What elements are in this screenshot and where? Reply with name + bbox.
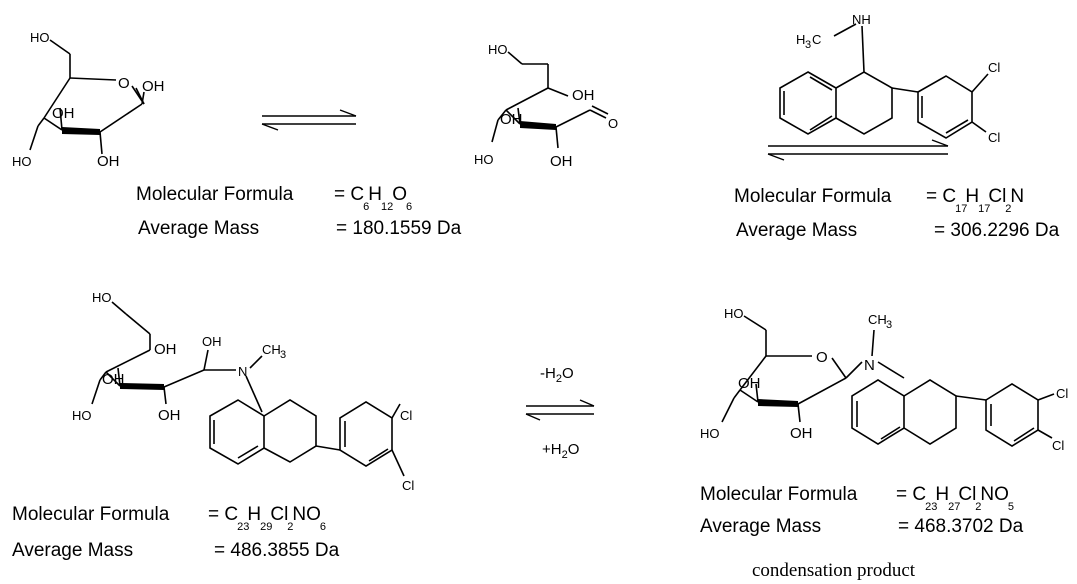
atom-label: HO bbox=[92, 290, 112, 305]
atom-label: OH bbox=[738, 375, 761, 392]
atom-label: OH bbox=[158, 407, 181, 424]
molecular-formula: = C6H12O6 bbox=[334, 184, 412, 213]
mass-label: Average Mass bbox=[736, 220, 857, 241]
atom-label: Cl bbox=[1056, 386, 1068, 401]
condensation-product-labels: HO O N CH 3 OH HO OH Cl Cl bbox=[700, 306, 1068, 453]
average-mass: = 180.1559 Da bbox=[336, 218, 462, 239]
open-adduct-labels: HO OH OH HO OH OH N CH 3 Cl Cl bbox=[72, 290, 414, 493]
molecular-formula: = C23H27Cl2NO5 bbox=[896, 484, 1014, 513]
atom-label: OH bbox=[142, 78, 165, 95]
atom-label: O bbox=[816, 349, 828, 366]
atom-label: OH bbox=[790, 425, 813, 442]
atom-label: N bbox=[864, 357, 875, 374]
mass-label: Average Mass bbox=[138, 218, 259, 239]
atom-label: 3 bbox=[805, 39, 811, 51]
atom-label: OH bbox=[500, 111, 523, 128]
average-mass: = 486.3855 Da bbox=[214, 540, 340, 561]
water-loss-label: -H2O bbox=[540, 365, 574, 385]
atom-label: H bbox=[796, 32, 805, 47]
atom-label: 3 bbox=[886, 319, 892, 331]
atom-label: C bbox=[812, 32, 821, 47]
atom-label: CH bbox=[868, 312, 887, 327]
glucose-open-labels: HO OH OH HO OH O bbox=[474, 42, 618, 170]
adduct-properties: Molecular Formula = C23H29Cl2NO6 Average… bbox=[12, 504, 340, 561]
molecular-formula: = C23H29Cl2NO6 bbox=[208, 504, 326, 533]
atom-label: OH bbox=[572, 87, 595, 104]
sertraline-labels: NH H 3 C Cl Cl bbox=[796, 12, 1000, 145]
formula-label: Molecular Formula bbox=[136, 184, 294, 205]
equilibrium-arrows bbox=[767, 139, 949, 161]
atom-label: HO bbox=[724, 306, 744, 321]
mass-label: Average Mass bbox=[700, 516, 821, 537]
average-mass: = 306.2296 Da bbox=[934, 220, 1060, 241]
glucose-pyranose-labels: HO O OH OH HO OH bbox=[12, 30, 165, 170]
condensation-product-structure bbox=[721, 315, 1055, 447]
atom-label: Cl bbox=[988, 130, 1000, 145]
formula-label: Molecular Formula bbox=[700, 484, 858, 505]
molecular-formula: = C17H17Cl2N bbox=[926, 186, 1024, 215]
atom-label: Cl bbox=[988, 60, 1000, 75]
atom-label: HO bbox=[700, 426, 720, 441]
equilibrium-arrows bbox=[261, 109, 357, 131]
atom-label: Cl bbox=[400, 408, 412, 423]
sertraline-structure bbox=[779, 23, 989, 139]
atom-label: HO bbox=[72, 408, 92, 423]
atom-label: OH bbox=[550, 153, 573, 170]
atom-label: HO bbox=[488, 42, 508, 57]
atom-label: OH bbox=[102, 371, 125, 388]
atom-label: Cl bbox=[1052, 438, 1064, 453]
atom-label: NH bbox=[852, 12, 871, 27]
condensation-arrows bbox=[525, 399, 595, 421]
sertraline-properties: Molecular Formula = C17H17Cl2N Average M… bbox=[734, 186, 1060, 241]
atom-label: O bbox=[608, 116, 618, 131]
average-mass: = 468.3702 Da bbox=[898, 516, 1024, 537]
atom-label: CH bbox=[262, 342, 281, 357]
glucose-pyranose-structure bbox=[29, 39, 145, 155]
glucose-open-structure bbox=[491, 51, 609, 149]
water-gain-label: +H2O bbox=[542, 441, 579, 461]
condensation-product-caption: condensation product bbox=[752, 560, 916, 581]
atom-label: OH bbox=[52, 105, 75, 122]
product-properties: Molecular Formula = C23H27Cl2NO5 Average… bbox=[700, 484, 1024, 537]
atom-label: OH bbox=[202, 334, 222, 349]
atom-label: HO bbox=[12, 154, 32, 169]
glucose-properties: Molecular Formula = C6H12O6 Average Mass… bbox=[136, 184, 462, 239]
atom-label: 3 bbox=[280, 349, 286, 361]
formula-label: Molecular Formula bbox=[734, 186, 892, 207]
atom-label: N bbox=[238, 364, 247, 379]
mass-label: Average Mass bbox=[12, 540, 133, 561]
open-adduct-structure bbox=[91, 301, 405, 477]
atom-label: O bbox=[118, 75, 130, 92]
atom-label: OH bbox=[97, 153, 120, 170]
formula-label: Molecular Formula bbox=[12, 504, 170, 525]
atom-label: OH bbox=[154, 341, 177, 358]
atom-label: HO bbox=[474, 152, 494, 167]
atom-label: Cl bbox=[402, 478, 414, 493]
atom-label: HO bbox=[30, 30, 50, 45]
